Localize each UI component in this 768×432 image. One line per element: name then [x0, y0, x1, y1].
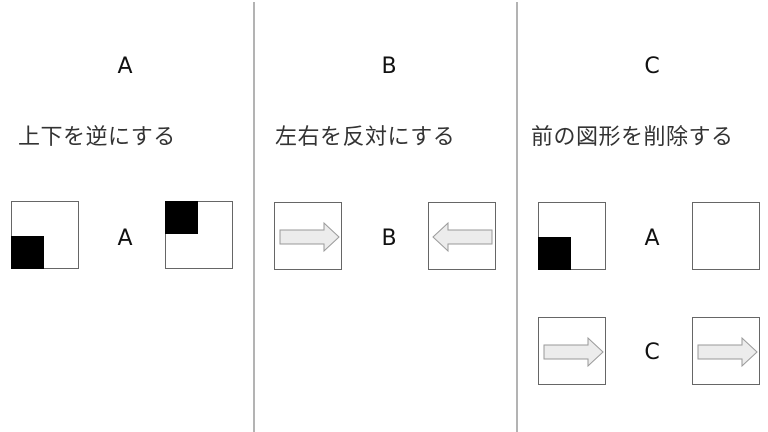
arrow-left-icon	[432, 221, 493, 253]
panel-heading: B	[381, 54, 397, 79]
arrow-right-icon	[543, 336, 604, 368]
arrow-right-icon	[279, 221, 340, 253]
operator-label: A	[644, 226, 660, 251]
operator-label: A	[117, 226, 133, 251]
black-square-icon	[165, 201, 198, 234]
panel-divider-1	[253, 2, 255, 432]
output-figure-arrow	[692, 317, 760, 385]
input-figure-arrow	[274, 202, 342, 270]
black-square-icon	[538, 237, 571, 270]
input-figure-square	[538, 202, 606, 270]
rule-text: 左右を反対にする	[275, 125, 456, 150]
input-figure-arrow	[538, 317, 606, 385]
output-figure-square	[165, 201, 233, 269]
rule-text: 前の図形を削除する	[531, 125, 734, 150]
operator-label: C	[644, 340, 660, 365]
arrow-right-icon	[697, 336, 758, 368]
operator-label: B	[381, 226, 397, 251]
input-figure-square	[11, 201, 79, 269]
black-square-icon	[11, 236, 44, 269]
rule-text: 上下を逆にする	[18, 125, 176, 150]
panel-heading: C	[644, 54, 660, 79]
output-figure-empty-square	[692, 202, 760, 270]
panel-divider-2	[516, 2, 518, 432]
panel-heading: A	[117, 54, 133, 79]
output-figure-arrow	[428, 202, 496, 270]
